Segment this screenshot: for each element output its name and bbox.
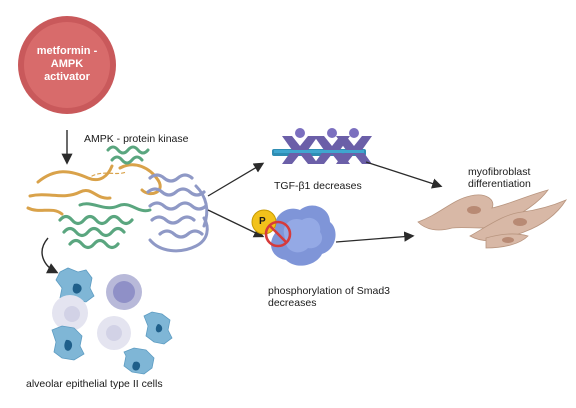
arrow-kinase-to-alveolar xyxy=(41,237,59,274)
myofibroblast-label: myofibroblast differentiation xyxy=(468,166,531,190)
arrow-kinase-to-smad xyxy=(207,209,265,238)
myofibroblast-line1: myofibroblast xyxy=(468,166,531,178)
alveolar-cells xyxy=(51,267,173,375)
tgf-label: TGF-β1 decreases xyxy=(274,180,362,192)
activator-label: metformin - AMPK activator xyxy=(27,45,107,84)
arrow-smad-to-myofibroblast xyxy=(335,231,415,243)
smad-line1: phosphorylation of Smad3 xyxy=(268,285,390,297)
arrow-tgf-to-myofibroblast xyxy=(365,161,443,189)
activator-line2: AMPK xyxy=(50,58,84,70)
phospho-symbol: P xyxy=(259,216,266,227)
activator-line3: activator xyxy=(44,71,90,83)
myofibroblast-cells xyxy=(417,189,568,249)
tgf-beta-receptors xyxy=(272,128,372,164)
myofibroblast-line2: differentiation xyxy=(468,178,531,190)
smad-label: phosphorylation of Smad3 decreases xyxy=(268,285,390,309)
phospho-inhibited-icon xyxy=(251,209,292,248)
smad-line2: decreases xyxy=(268,297,317,309)
kinase-label: AMPK - protein kinase xyxy=(84,133,189,145)
activator-line1: metformin - xyxy=(36,45,98,57)
alveolar-label: alveolar epithelial type II cells xyxy=(26,378,163,390)
metformin-activator-node xyxy=(18,16,116,114)
arrow-kinase-to-tgf xyxy=(207,162,265,197)
smad3-protein xyxy=(271,205,336,266)
ampk-protein-structure xyxy=(26,145,209,253)
